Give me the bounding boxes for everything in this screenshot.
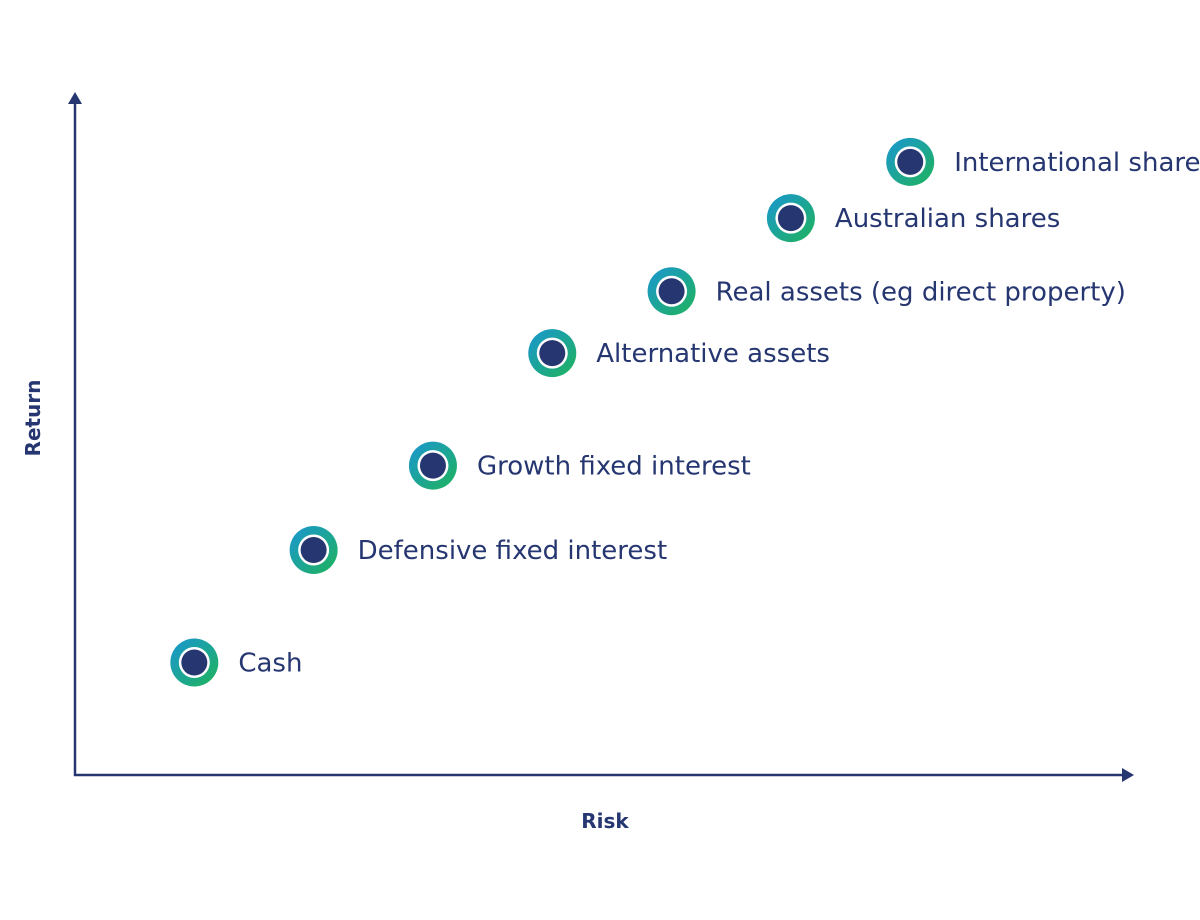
data-point: Cash: [170, 638, 302, 687]
data-point: Real assets (eg direct property): [647, 267, 1126, 316]
data-point-marker: [181, 649, 208, 676]
data-point-label: Defensive fixed interest: [358, 536, 668, 566]
data-point-marker: [300, 537, 327, 563]
data-point-label: Real assets (eg direct property): [716, 277, 1126, 307]
data-point-label: Cash: [238, 649, 302, 679]
data-point-marker: [419, 452, 446, 479]
data-point-label: Alternative assets: [596, 339, 830, 369]
y-axis-title: Return: [21, 380, 45, 457]
data-point-label: International shares: [954, 148, 1200, 178]
data-point: Australian shares: [766, 194, 1060, 243]
data-point-label: Growth fixed interest: [477, 452, 751, 482]
data-point: Alternative assets: [528, 329, 830, 378]
data-point: Growth fixed interest: [408, 441, 751, 490]
data-point: Defensive fixed interest: [289, 526, 668, 574]
x-axis-title: Risk: [581, 809, 629, 833]
data-point-label: Australian shares: [835, 204, 1060, 234]
y-axis-arrowhead: [68, 92, 82, 104]
data-point-marker: [539, 340, 566, 367]
x-axis-arrowhead: [1122, 768, 1134, 782]
data-point-marker: [897, 148, 924, 175]
data-point-marker: [777, 205, 804, 232]
data-point-marker: [658, 278, 685, 305]
data-points-group: Cash Defensive fixed interest Growth fixed…: [170, 137, 1200, 687]
data-point: International shares: [886, 137, 1200, 186]
